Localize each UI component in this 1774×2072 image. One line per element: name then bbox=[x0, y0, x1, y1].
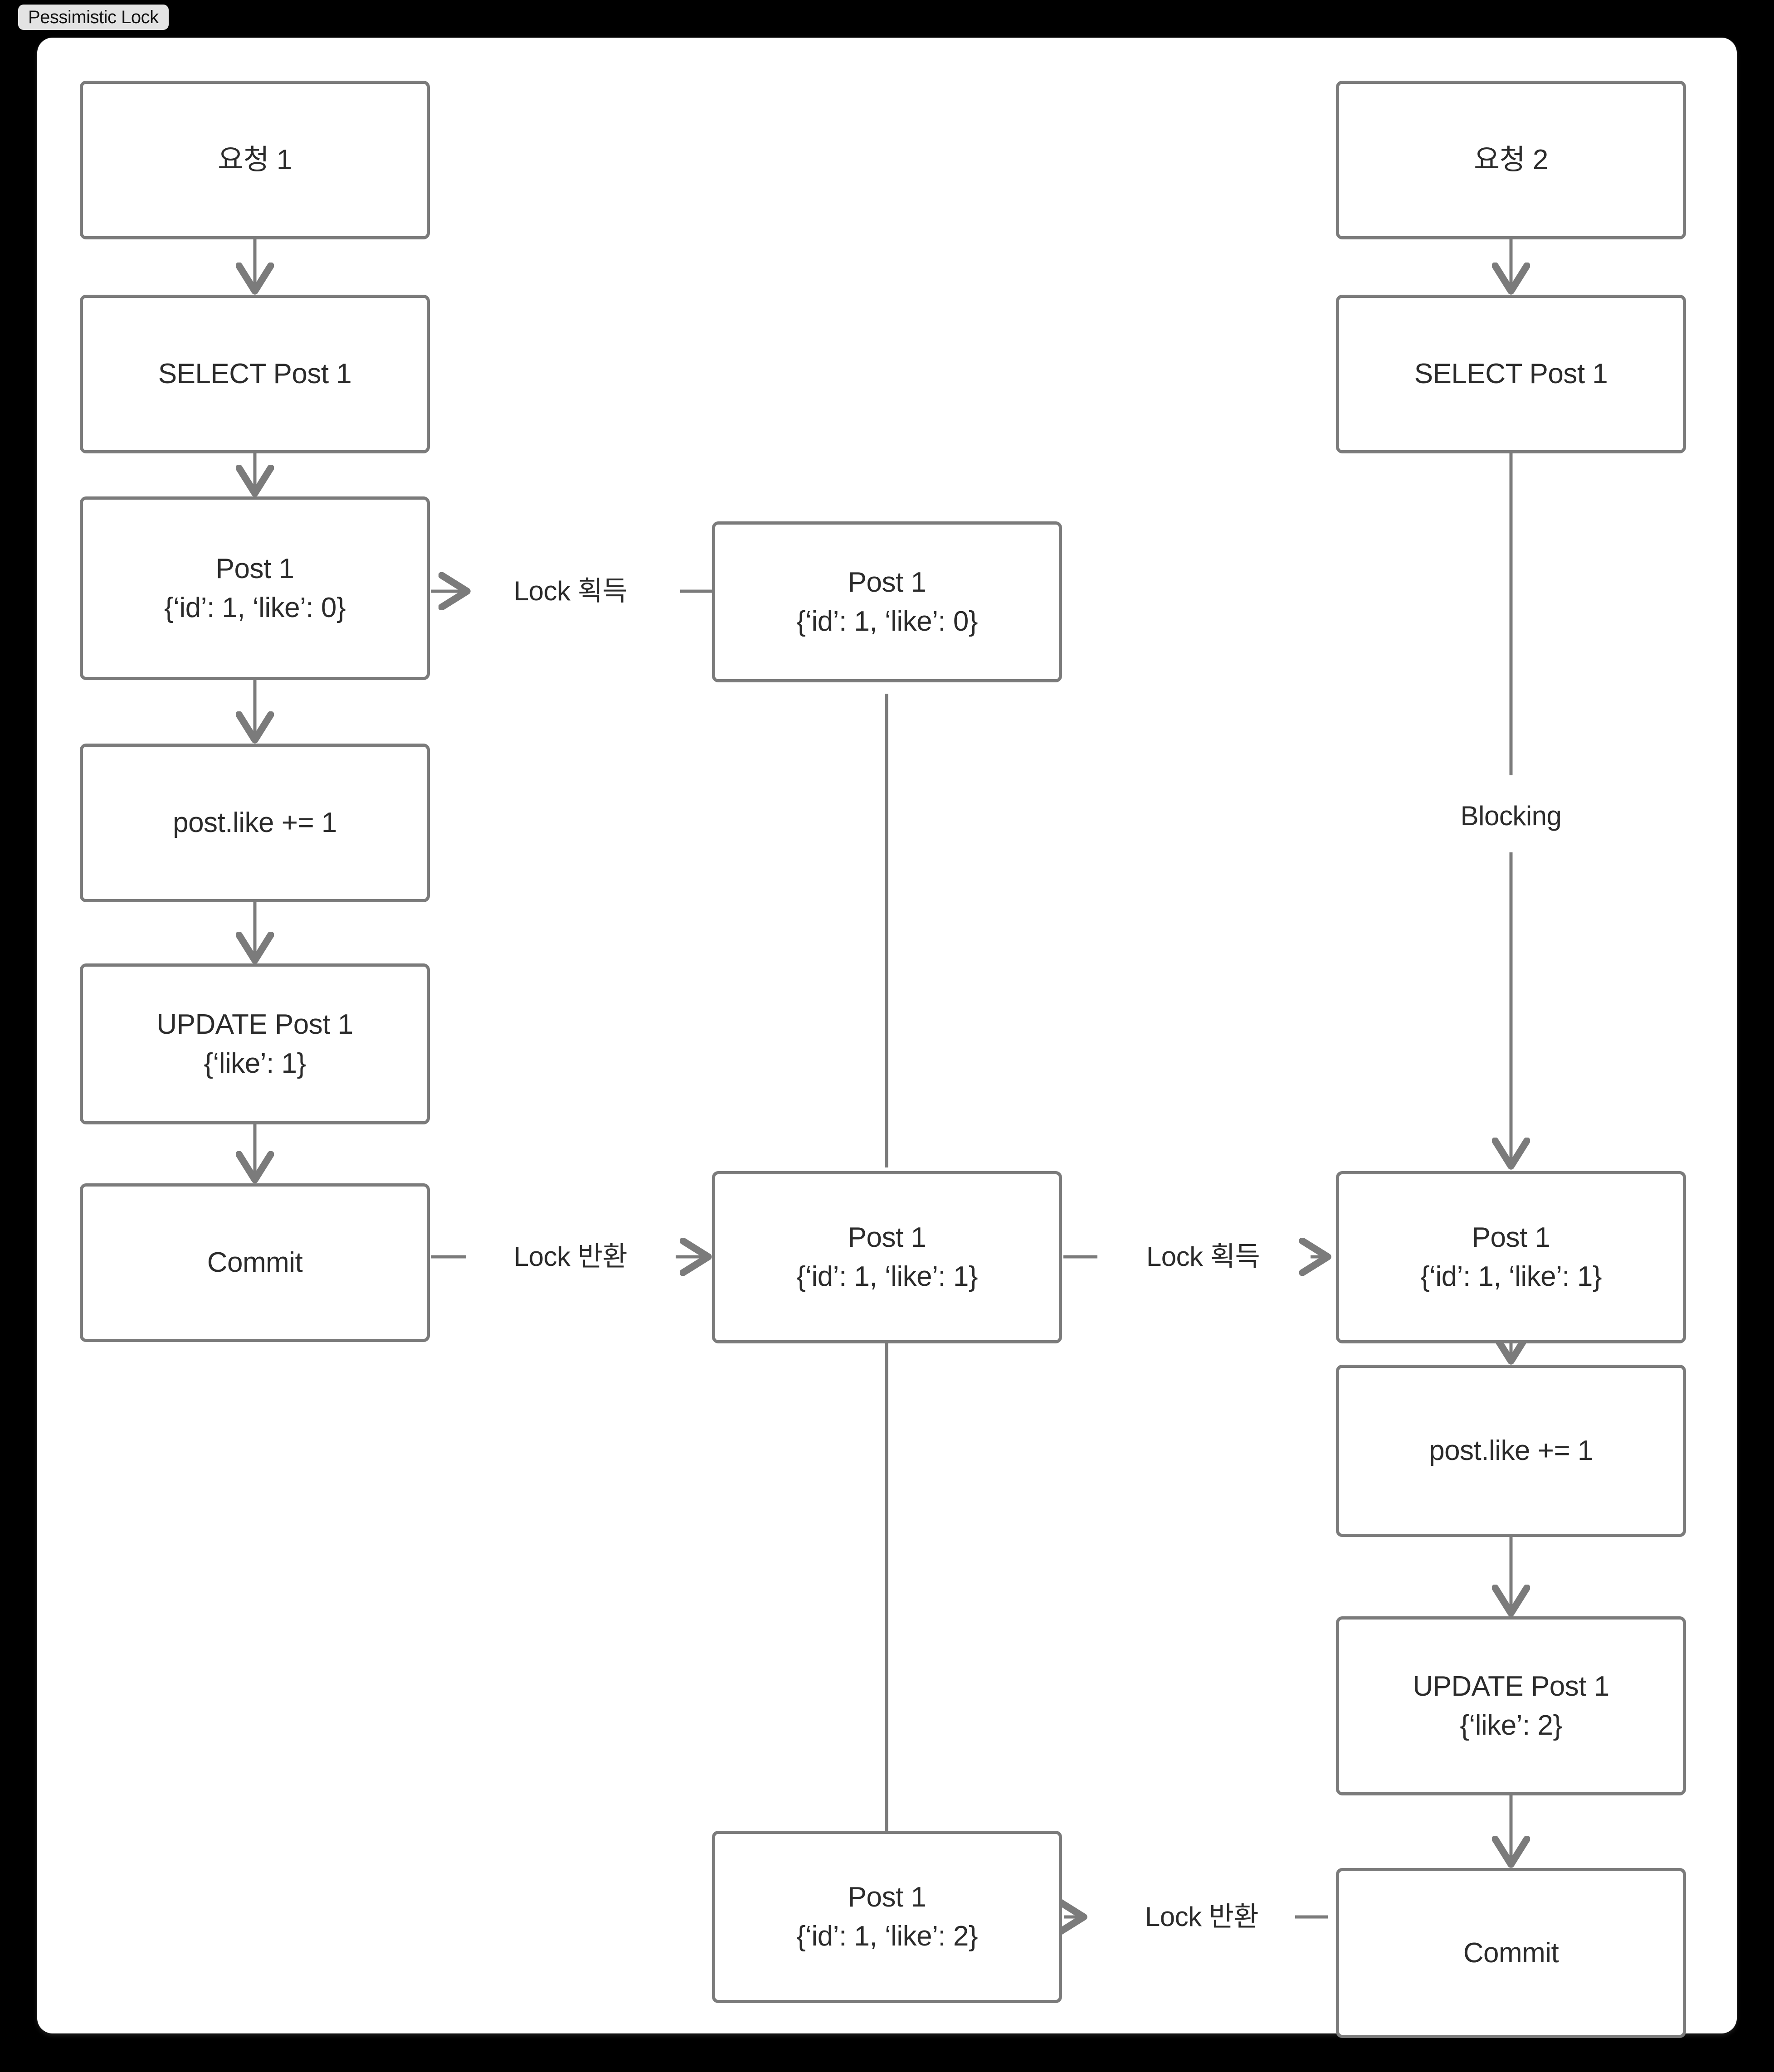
node-line1: Post 1 bbox=[848, 1222, 926, 1254]
node-line1: 요청 1 bbox=[218, 144, 292, 176]
node-request1-title[interactable]: 요청 1 bbox=[80, 81, 430, 239]
node-request1-post-like0[interactable]: Post 1 {‘id’: 1, ‘like’: 0} bbox=[80, 496, 430, 680]
node-request2-title[interactable]: 요청 2 bbox=[1336, 81, 1686, 239]
node-line1: SELECT Post 1 bbox=[1414, 358, 1608, 390]
node-line1: post.like += 1 bbox=[1429, 1435, 1593, 1467]
node-line1: Post 1 bbox=[848, 566, 926, 598]
node-line1: post.like += 1 bbox=[173, 807, 337, 839]
node-request1-commit[interactable]: Commit bbox=[80, 1183, 430, 1342]
node-request1-select[interactable]: SELECT Post 1 bbox=[80, 295, 430, 453]
node-line2: {‘id’: 1, ‘like’: 0} bbox=[796, 605, 978, 637]
edge-label-lock-acquire-1: Lock 획득 bbox=[513, 576, 628, 606]
node-line1: 요청 2 bbox=[1474, 144, 1548, 176]
node-request1-update[interactable]: UPDATE Post 1 {‘like’: 1} bbox=[80, 963, 430, 1124]
node-line1: Post 1 bbox=[215, 553, 294, 584]
node-request2-increment[interactable]: post.like += 1 bbox=[1336, 1365, 1686, 1537]
node-request2-select[interactable]: SELECT Post 1 bbox=[1336, 295, 1686, 453]
node-line1: Commit bbox=[1463, 1937, 1559, 1969]
node-line2: {‘id’: 1, ‘like’: 1} bbox=[1420, 1261, 1602, 1292]
node-line1: Post 1 bbox=[1472, 1222, 1550, 1254]
node-line1: UPDATE Post 1 bbox=[156, 1008, 353, 1040]
node-request2-update[interactable]: UPDATE Post 1 {‘like’: 2} bbox=[1336, 1616, 1686, 1795]
node-db-post-like2[interactable]: Post 1 {‘id’: 1, ‘like’: 2} bbox=[712, 1831, 1062, 2003]
node-line1: SELECT Post 1 bbox=[158, 358, 352, 390]
node-line2: {‘like’: 1} bbox=[204, 1047, 306, 1079]
edge-label-lock-release-2: Lock 반환 bbox=[1145, 1902, 1259, 1932]
edge-label-blocking: Blocking bbox=[1460, 801, 1562, 831]
window-title-tab: Pessimistic Lock bbox=[18, 5, 169, 30]
node-request2-post-like1[interactable]: Post 1 {‘id’: 1, ‘like’: 1} bbox=[1336, 1171, 1686, 1343]
edge-label-lock-release-1: Lock 반환 bbox=[513, 1241, 628, 1272]
node-line2: {‘id’: 1, ‘like’: 2} bbox=[796, 1921, 978, 1952]
node-line1: UPDATE Post 1 bbox=[1413, 1670, 1609, 1702]
node-line2: {‘like’: 2} bbox=[1460, 1709, 1562, 1741]
node-line2: {‘id’: 1, ‘like’: 1} bbox=[796, 1261, 978, 1292]
node-db-post-like0[interactable]: Post 1 {‘id’: 1, ‘like’: 0} bbox=[712, 521, 1062, 682]
edge-label-lock-acquire-2: Lock 획득 bbox=[1146, 1241, 1260, 1272]
node-request2-commit[interactable]: Commit bbox=[1336, 1868, 1686, 2038]
node-line1: Commit bbox=[207, 1247, 303, 1279]
node-request1-increment[interactable]: post.like += 1 bbox=[80, 744, 430, 902]
node-db-post-like1[interactable]: Post 1 {‘id’: 1, ‘like’: 1} bbox=[712, 1171, 1062, 1343]
node-line2: {‘id’: 1, ‘like’: 0} bbox=[164, 592, 346, 623]
node-line1: Post 1 bbox=[848, 1882, 926, 1913]
